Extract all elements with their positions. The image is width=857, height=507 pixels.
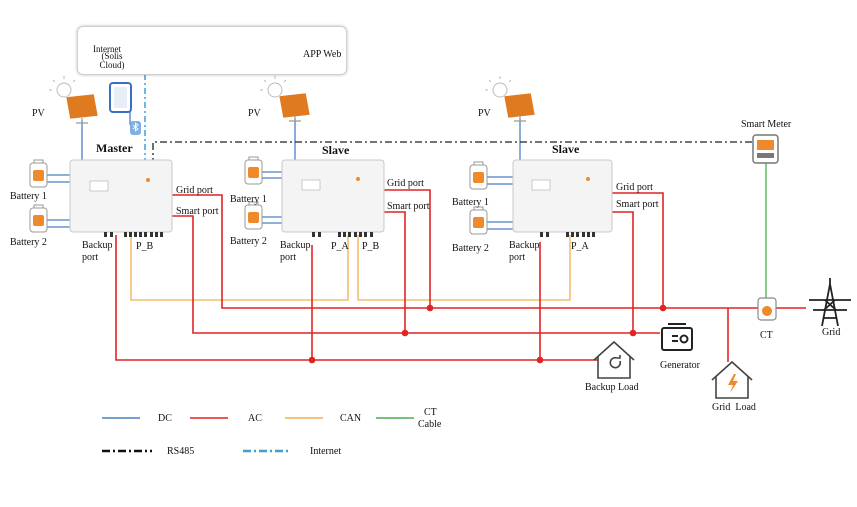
pv-label-slave1: PV [248, 108, 261, 119]
pv-label-slave2: PV [478, 108, 491, 119]
smart-meter-icon [752, 134, 779, 164]
battery2-label-master: Battery 2 [10, 237, 47, 248]
grid-load-label: Grid Load [712, 402, 756, 413]
legend-internet: Internet [310, 446, 342, 457]
grid-port-label-master: Grid port [176, 185, 213, 196]
legend-rs485: RS485 [167, 446, 195, 457]
battery1-label-slave1: Battery 1 [230, 194, 267, 205]
battery1-label-master: Battery 1 [10, 191, 47, 202]
grid-port-label-slave2: Grid port [616, 182, 653, 193]
pa-label-slave1: P_A [331, 241, 349, 252]
ct-sensor-icon [757, 297, 777, 321]
app-web-label: APP Web [303, 49, 342, 60]
legend-ct: CT [424, 407, 437, 418]
grid-load-house-icon [711, 360, 753, 399]
battery2-label-slave1: Battery 2 [230, 236, 267, 247]
slave1-label: Slave [322, 143, 350, 157]
ct-label: CT [760, 330, 773, 341]
backup-port-label-master: Backup port [82, 240, 113, 263]
internet-label: Internet [93, 44, 121, 54]
generator-label: Generator [660, 360, 700, 371]
pb-label-master: P_B [136, 241, 154, 252]
smart-port-label-slave2: Smart port [616, 199, 659, 210]
ac-junctions [308, 304, 667, 364]
battery2-label-slave2: Battery 2 [452, 243, 489, 254]
smart-port-label-master: Smart port [176, 206, 219, 217]
pv-label-master: PV [32, 108, 45, 119]
slave-inverter-2 [512, 159, 613, 237]
legend-cable: Cable [418, 419, 442, 430]
generator-icon [661, 323, 693, 351]
backup-port-label-slave1: Backup port [280, 240, 311, 263]
pv-panel-icon [49, 76, 512, 98]
slave-inverter-1 [281, 159, 385, 237]
smart-meter-label: Smart Meter [741, 119, 792, 130]
battery1-label-slave2: Battery 1 [452, 197, 489, 208]
slave2-label: Slave [552, 142, 580, 156]
grid-port-label-slave1: Grid port [387, 178, 424, 189]
legend-can: CAN [340, 413, 362, 424]
backup-load-house-icon [593, 340, 635, 379]
rs485-link [152, 141, 766, 165]
backup-load-label: Backup Load [585, 382, 639, 393]
cloud-panel [77, 26, 347, 75]
smart-port-label-slave1: Smart port [387, 201, 430, 212]
legend-dc: DC [158, 413, 172, 424]
backup-port-label-slave2: Backup port [509, 240, 540, 263]
master-label: Master [96, 141, 133, 155]
pb-label-slave1: P_B [362, 241, 380, 252]
grid-pylon-icon [809, 278, 851, 327]
can-wiring [130, 235, 571, 301]
master-inverter [69, 159, 173, 237]
ac-wiring [115, 189, 806, 362]
grid-label: Grid [822, 327, 841, 338]
pa-label-slave2: P_A [571, 241, 589, 252]
legend-samples [102, 417, 414, 453]
legend-ac: AC [248, 413, 262, 424]
bluetooth-icon [130, 121, 141, 135]
solis-cloud-label: (Solis Cloud) [99, 51, 125, 70]
